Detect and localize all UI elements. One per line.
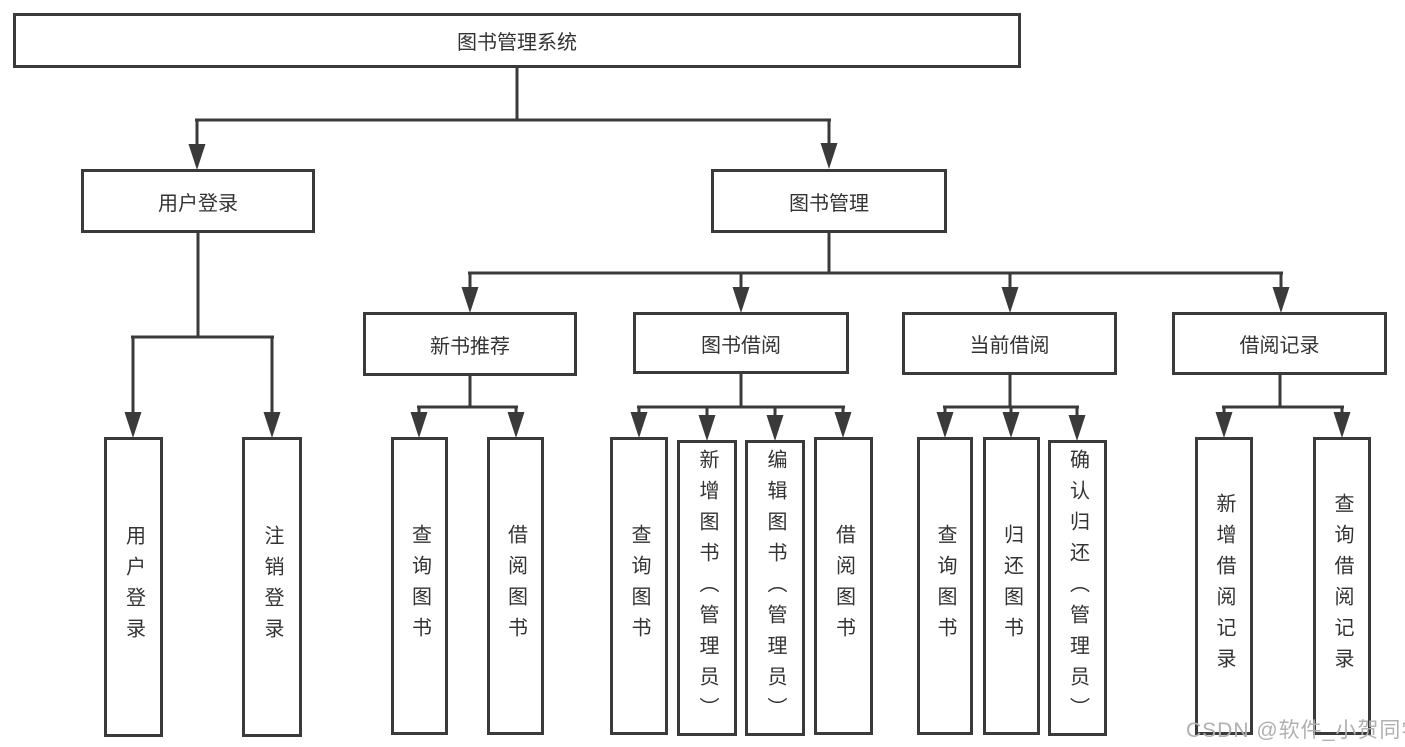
leaf-label: 新增图书（管理员） xyxy=(696,448,718,728)
leaf-borrow-books: 借阅图书 xyxy=(814,437,873,735)
leaf-label: 查询图书 xyxy=(934,524,956,648)
leaf-label: 编辑图书（管理员） xyxy=(764,448,786,728)
watermark: CSDN @软件_小贺同学 xyxy=(1186,719,1405,742)
leaf-add-borrow-record: 新增借阅记录 xyxy=(1195,437,1253,735)
leaf-label: 查询借阅记录 xyxy=(1331,493,1353,679)
node-borrow-records: 借阅记录 xyxy=(1172,312,1387,375)
node-book-borrow: 图书借阅 xyxy=(633,312,849,374)
leaf-add-book-admin: 新增图书（管理员） xyxy=(677,440,737,736)
leaf-label: 查询图书 xyxy=(628,524,650,648)
node-root: 图书管理系统 xyxy=(13,13,1021,68)
leaf-label: 归还图书 xyxy=(1000,524,1023,648)
leaf-query-books-recommend: 查询图书 xyxy=(391,437,448,735)
leaf-query-borrow-record: 查询借阅记录 xyxy=(1313,437,1371,735)
leaf-label: 新增借阅记录 xyxy=(1213,493,1235,679)
node-new-book-recommend: 新书推荐 xyxy=(363,312,577,376)
leaf-confirm-return-admin: 确认归还（管理员） xyxy=(1048,440,1107,736)
leaf-borrow-books-recommend: 借阅图书 xyxy=(487,437,544,735)
leaf-label: 借阅图书 xyxy=(504,524,527,648)
node-user-login: 用户登录 xyxy=(81,169,315,233)
leaf-edit-book-admin: 编辑图书（管理员） xyxy=(745,440,805,736)
leaf-query-books-borrow: 查询图书 xyxy=(610,437,668,735)
leaf-label: 借阅图书 xyxy=(832,524,855,648)
leaf-logout: 注销登录 xyxy=(242,437,302,737)
leaf-user-login: 用户登录 xyxy=(104,437,163,737)
leaf-return-books: 归还图书 xyxy=(983,437,1040,735)
leaf-label: 确认归还（管理员） xyxy=(1066,448,1089,728)
leaf-label: 用户登录 xyxy=(122,525,145,649)
node-book-management: 图书管理 xyxy=(711,169,947,233)
leaf-label: 查询图书 xyxy=(408,524,431,648)
leaf-query-books-current: 查询图书 xyxy=(917,437,973,735)
node-current-borrow: 当前借阅 xyxy=(902,312,1117,375)
leaf-label: 注销登录 xyxy=(261,525,283,649)
